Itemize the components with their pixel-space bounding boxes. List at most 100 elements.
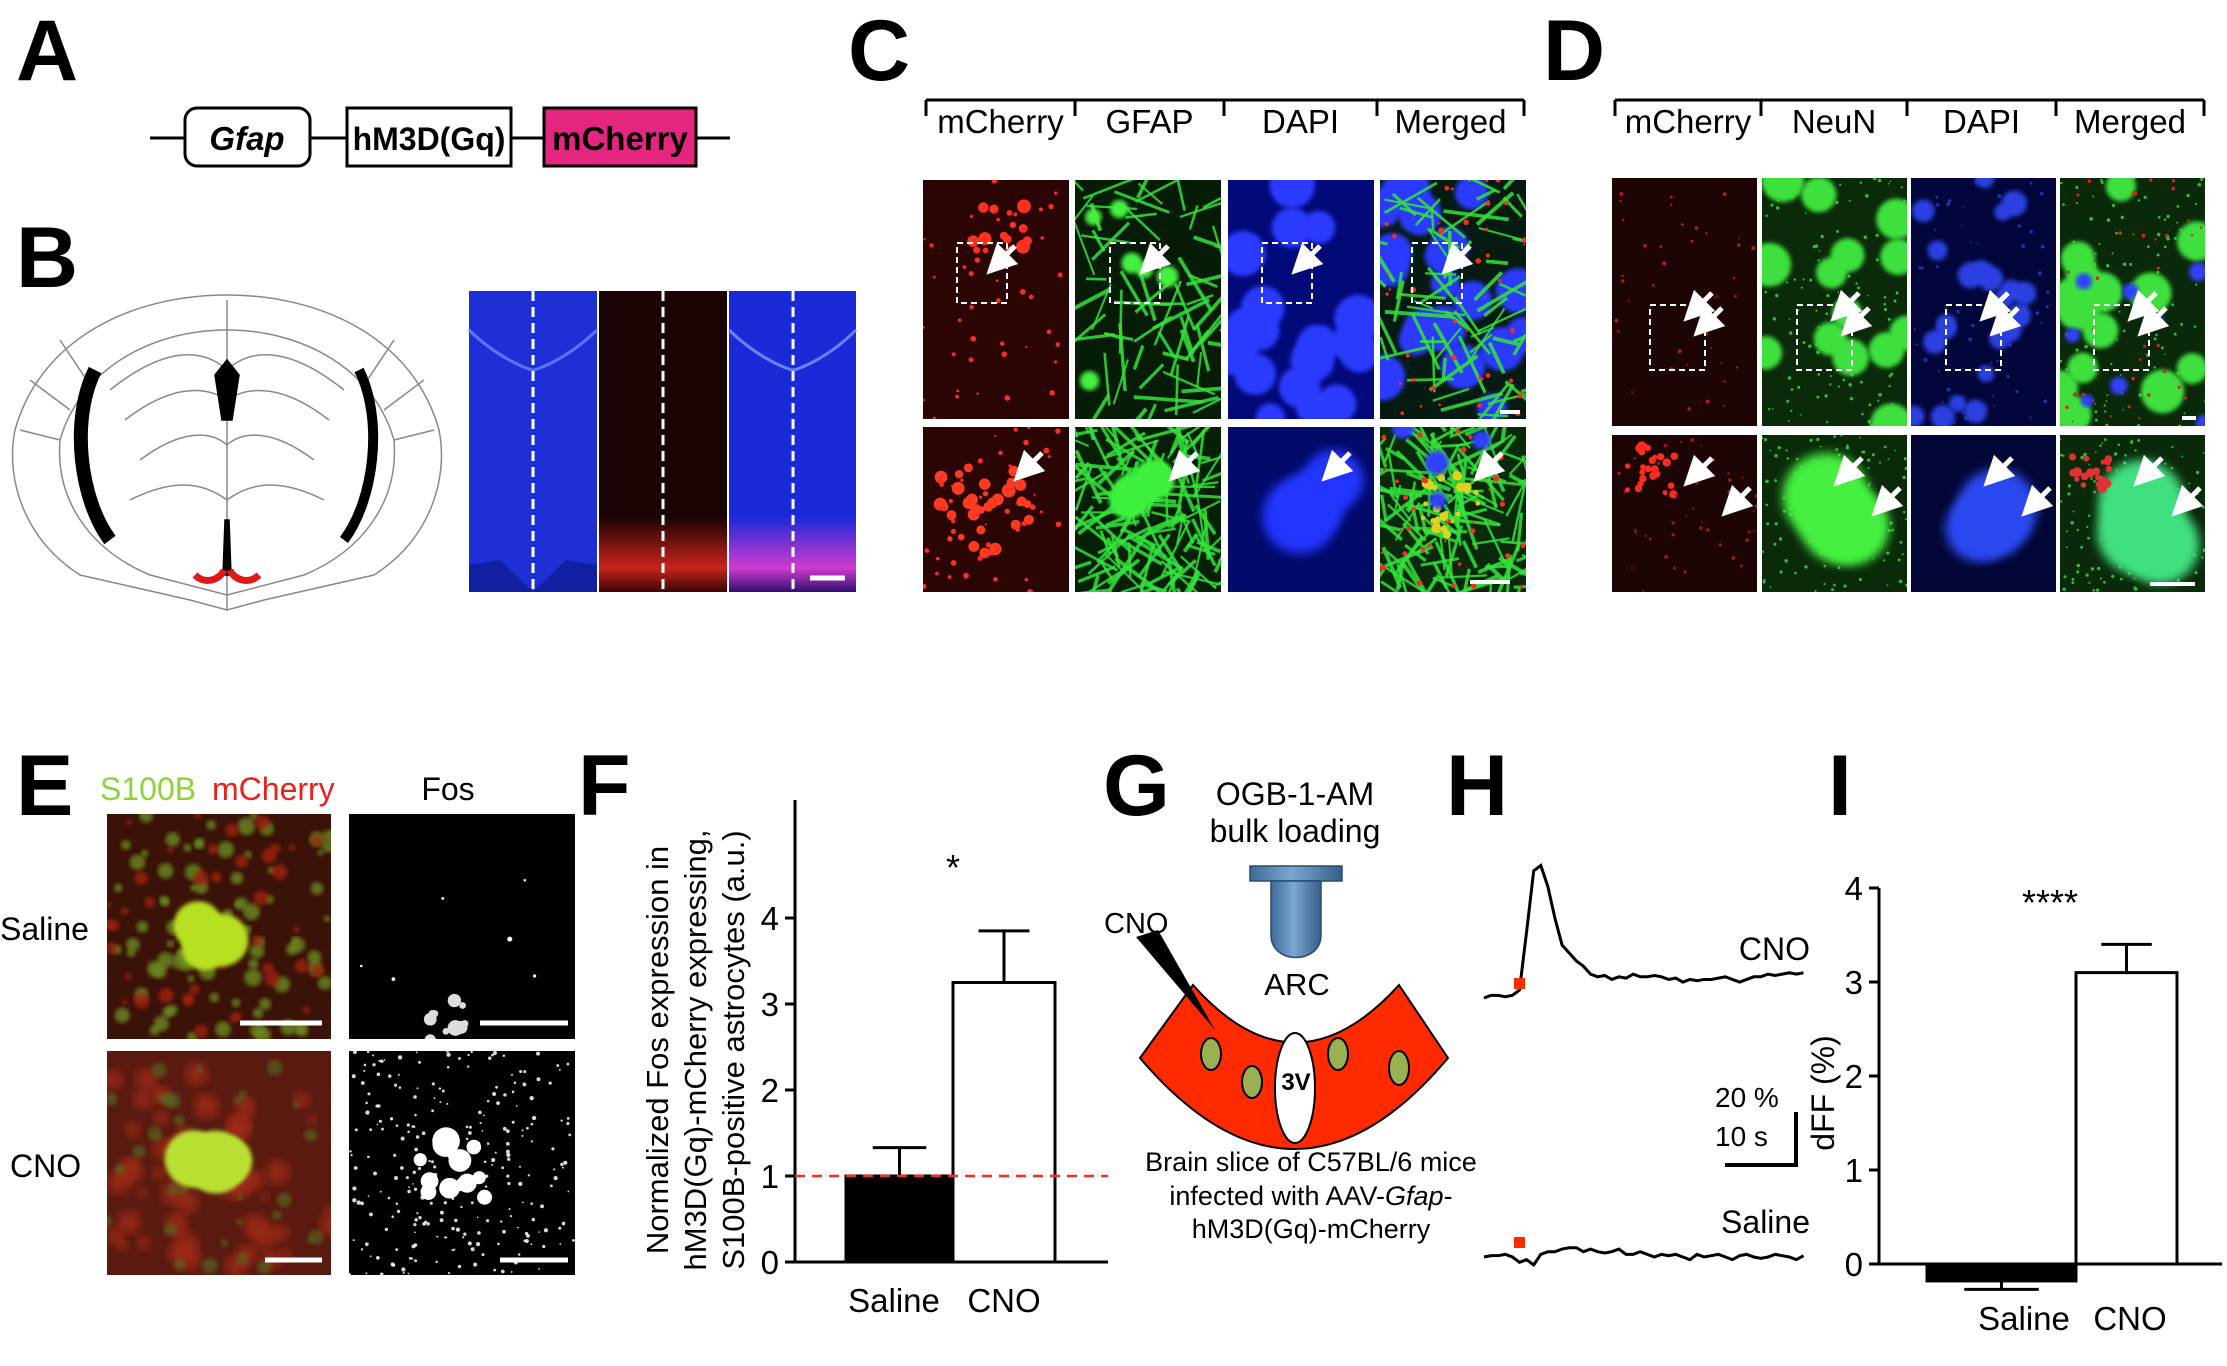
scale-y-label: 20 % [1715,1082,1779,1113]
arrow-icon [1693,304,1726,337]
caption-line2: infected with AAV-Gfap- [1169,1181,1452,1211]
panel-label-e: E [16,738,73,834]
y-tick-label: 4 [761,900,779,937]
construct-diagram: Gfap hM3D(Gq) mCherry [150,106,730,168]
saline-fos-image [349,814,575,1039]
bar-cno [2074,971,2179,1266]
ventricle-label: 3V [1281,1069,1310,1096]
trace-saline [1483,1246,1805,1268]
column-header: mCherry [937,103,1064,140]
y-tick-label: 1 [761,1158,779,1195]
trace-cno [1483,863,1804,1000]
arrow-icon [1833,454,1866,487]
arrow-icon [2133,454,2166,487]
y-tick-label: 3 [761,986,779,1023]
y-tick-label: 3 [1845,964,1863,1001]
dapi-zoom-image [1228,427,1374,592]
brain-atlas-section [11,294,443,611]
gfap-zoom-image [1075,427,1221,592]
scale-bar [1725,1112,1798,1167]
receptor-box [345,106,513,168]
panel-label-d: D [1543,3,1605,99]
astrocyte-cells [1200,1037,1410,1099]
column-header: NeuN [1792,103,1876,140]
arrow-icon [2171,484,2204,517]
s100b-label: S100B [100,771,196,807]
promoter-label: Gfap [209,120,284,157]
column-header: DAPI [1262,103,1339,140]
x-tick-label: CNO [2093,1300,2166,1337]
y-axis-label-line3: S100B-positive astrocytes (a.u.) [716,830,751,1269]
panel-d-headers: mCherry NeuN DAPI Merged [1613,98,2206,140]
column-header: Merged [1395,103,1507,140]
arrow-icon [1168,449,1201,482]
promoter-box [183,106,312,168]
y-tick-label: 0 [1845,1246,1863,1283]
arrow-icon [1321,449,1354,482]
gfap-image [1075,180,1221,419]
arrow-icon [2137,304,2170,337]
region-label: ARC [1264,967,1329,1002]
third-ventricle [1274,1032,1316,1144]
x-tick-label: Saline [1978,1300,2070,1337]
panel-label-h: H [1446,738,1508,834]
stimulus-marker [1514,1237,1525,1248]
bar-cno [951,981,1057,1264]
x-tick-label: Saline [848,1282,940,1319]
coronal-section-images [467,291,858,592]
reporter-box [542,106,698,168]
mcherry-zoom-image [923,427,1069,592]
slice-schematic: OGB-1-AM bulk loading CNO ARC 3V Brain s… [1104,776,1477,1244]
column-header: GFAP [1105,103,1193,140]
y-axis-label: dFF (%) [1805,1035,1841,1151]
y-axis-label-line2: hM3D(Gq)-mCherry expressing, [678,830,713,1271]
significance-marker: **** [2022,882,2078,923]
mcherry-label: mCherry [212,771,335,807]
mcherry-zoom-image [1612,435,1757,592]
arrow-icon [1291,242,1324,275]
arrow-icon [1721,484,1754,517]
cno-fos-image [349,1051,575,1275]
dye-label-line1: OGB-1-AM [1216,776,1374,812]
row-label-saline: Saline [0,911,89,947]
column-header: Merged [2074,103,2186,140]
arrow-icon [1683,454,1716,487]
column-header: DAPI [1943,103,2020,140]
cno-s100b-mcherry-image [107,1051,331,1275]
significance-marker: * [946,847,960,888]
dapi-image [1911,178,2056,426]
merged-image [2060,178,2205,426]
scale-x-label: 10 s [1715,1121,1768,1152]
calcium-traces: CNO Saline 20 % 10 s [1483,863,1810,1268]
y-tick-label: 4 [1845,870,1863,907]
caption-line3: hM3D(Gq)-mCherry [1192,1214,1431,1244]
arrow-icon [1983,454,2016,487]
bar-saline [1925,1262,2078,1283]
arrow-icon [986,242,1019,275]
fos-bar-chart: Normalized Fos expression in hM3D(Gq)-mC… [640,800,1108,1319]
receptor-label: hM3D(Gq) [353,121,506,157]
reporter-label: mCherry [552,120,688,157]
trace-label-saline: Saline [1721,1204,1810,1240]
y-tick-label: 2 [761,1072,779,1109]
panel-label-f: F [578,738,631,834]
panel-label-i: I [1828,738,1852,834]
panel-label-c: C [848,3,910,99]
panel-label-a: A [16,3,78,99]
arrow-icon [1441,242,1474,275]
column-header: mCherry [1625,103,1752,140]
caption-line1: Brain slice of C57BL/6 mice [1145,1147,1477,1177]
dye-label-line2: bulk loading [1210,813,1381,849]
merged-image [1380,180,1526,419]
bar-saline [844,1174,955,1264]
merged-zoom-image [1380,427,1526,592]
y-tick-label: 2 [1845,1058,1863,1095]
y-axis-label-line1: Normalized Fos expression in [640,846,675,1254]
neun-zoom-image [1762,435,1907,592]
row-label-cno: CNO [10,1148,81,1184]
fos-label: Fos [421,771,474,807]
dapi-image [1228,180,1374,419]
micrograph-panels [107,178,2205,1275]
x-tick-label: CNO [967,1282,1040,1319]
